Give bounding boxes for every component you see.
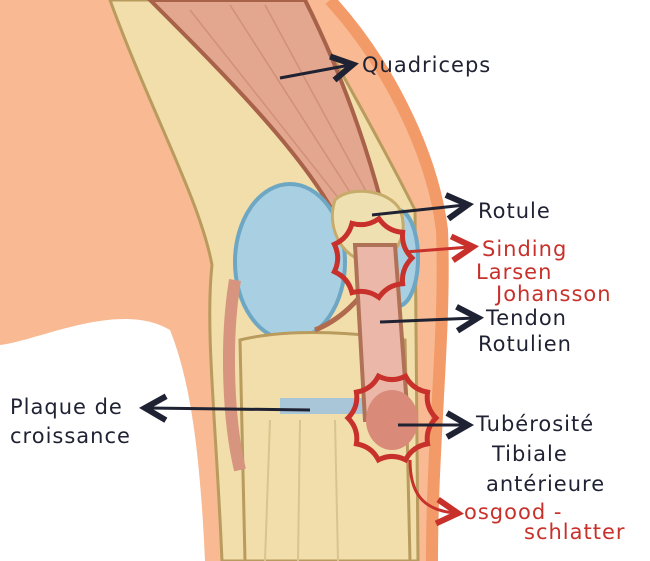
label-tuberosite: Tubérosité (476, 412, 595, 436)
sinding-larsen-marker (331, 215, 416, 301)
label-larsen: Larsen (476, 260, 553, 284)
osgood-schlatter-marker (344, 372, 440, 464)
arrow-rotule (371, 205, 465, 215)
label-plaque: Plaque de (10, 395, 123, 419)
arrow-plaque (148, 408, 311, 410)
label-johansson: Johansson (496, 282, 612, 306)
label-croissance: croissance (10, 424, 131, 448)
label-sinding: Sinding (482, 237, 568, 261)
arrow-sinding (404, 247, 470, 252)
label-quadriceps: Quadriceps (362, 53, 492, 77)
label-rotulien: Rotulien (478, 332, 572, 356)
label-osgood: osgood - (464, 500, 563, 524)
label-anterieure: antérieure (486, 472, 606, 496)
arrow-quadriceps (279, 65, 350, 78)
label-rotule: Rotule (478, 199, 551, 223)
arrow-osgood (408, 459, 455, 513)
label-schlatter: schlatter (524, 520, 626, 544)
arrow-tendon (379, 318, 475, 322)
label-tibiale: Tibiale (492, 442, 568, 466)
skin-outline (325, 0, 449, 561)
femur-cartilage (233, 182, 347, 342)
label-tendon: Tendon (486, 306, 567, 330)
